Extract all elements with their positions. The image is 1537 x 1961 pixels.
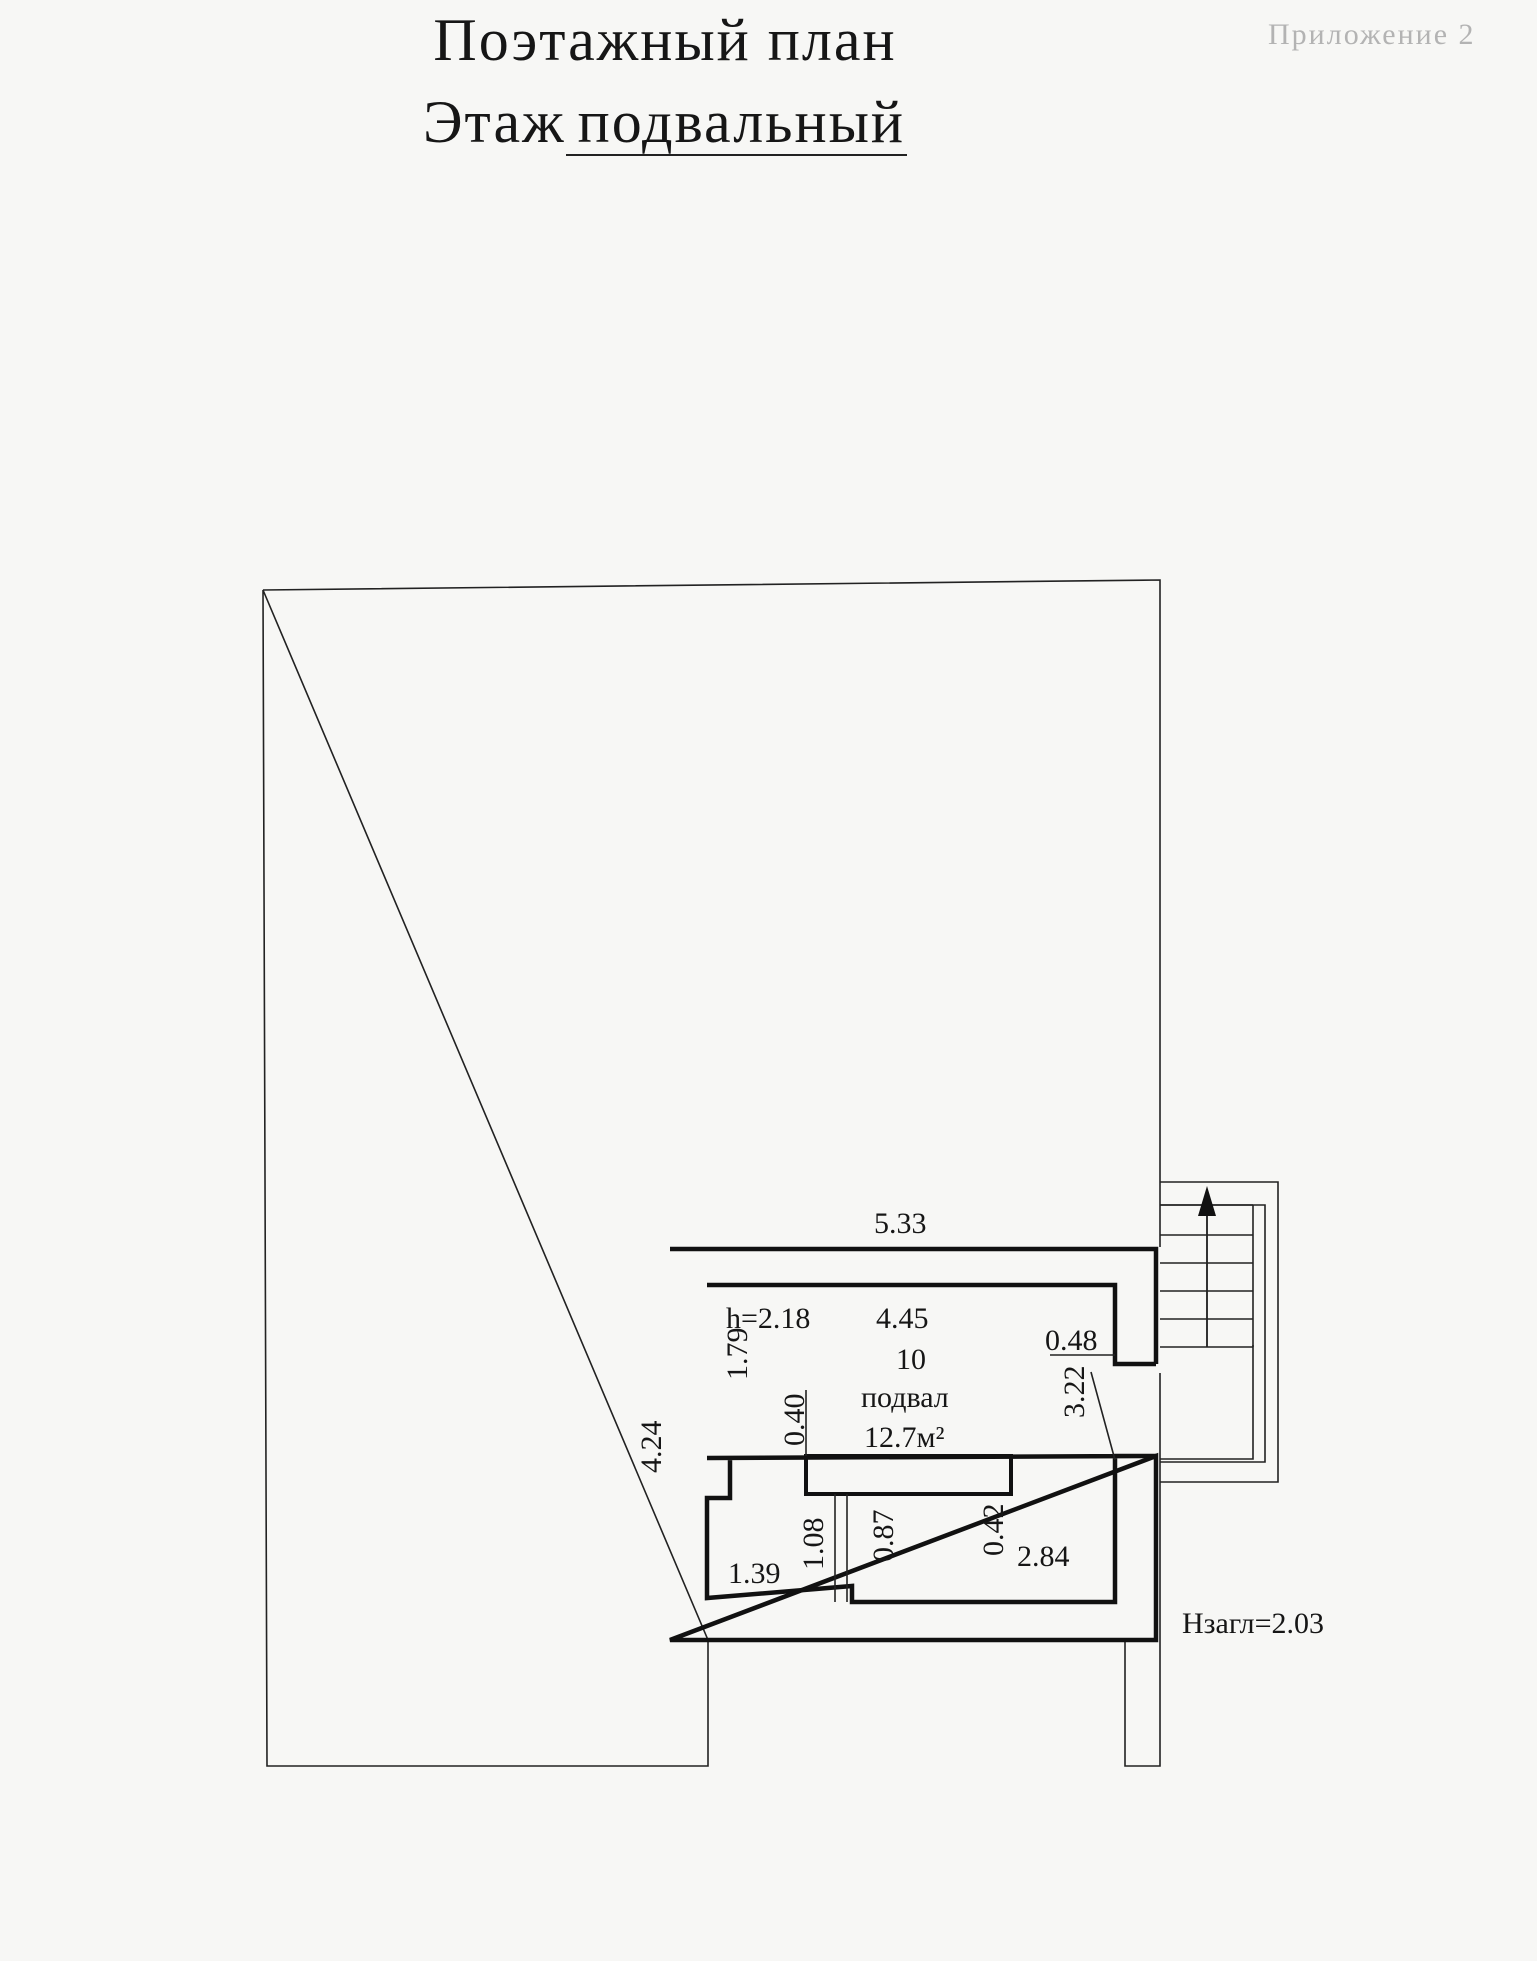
depth-label: Hзагл=2.03 [1182, 1607, 1324, 1640]
dim-left-outer: 4.24 [635, 1421, 668, 1474]
door-swing-line [1090, 1371, 1116, 1461]
building-outline [262, 579, 1161, 1767]
floor-name: подвальный [565, 90, 908, 156]
room-height-label: h=2.18 [726, 1302, 810, 1335]
stair-arrow-icon [1198, 1186, 1216, 1347]
dim-top-outer: 5.33 [874, 1207, 927, 1240]
dim-left-upper: 1.79 [721, 1328, 754, 1381]
appendix-label: Приложение 2 [1268, 18, 1476, 51]
dim-right-inner: 3.22 [1058, 1366, 1091, 1419]
room-name: подвал [861, 1381, 949, 1414]
dim-pillar-gap: 0.40 [778, 1394, 811, 1447]
floor-label: Этаж [422, 89, 566, 155]
dim-bottom-right: 2.84 [1017, 1540, 1070, 1573]
dim-niche-width: 0.87 [867, 1510, 900, 1563]
basement-inner-wall [704, 1282, 1157, 1605]
stair-outline [1160, 1181, 1279, 1483]
dim-door-jamb: 0.48 [1045, 1324, 1098, 1357]
room-number: 10 [896, 1343, 926, 1376]
dim-bottom-left: 1.39 [728, 1557, 781, 1590]
dim-top-inner: 4.45 [876, 1302, 929, 1335]
room-area: 12.7м² [864, 1421, 944, 1454]
dim-ledge: 0.42 [977, 1504, 1010, 1557]
basement-outer-wall [669, 1246, 1159, 1643]
plan-title: Поэтажный план [433, 7, 897, 73]
dim-niche-depth: 1.08 [797, 1518, 830, 1571]
partition-wall [804, 1454, 1013, 1496]
